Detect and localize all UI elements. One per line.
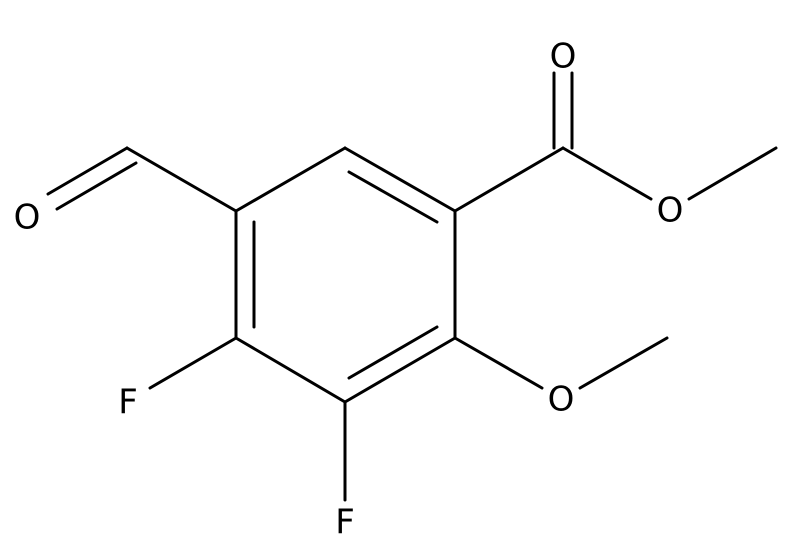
ester-carbon-bond [453, 146, 565, 213]
ring-bond-c3-c4 [343, 336, 457, 404]
aldehyde-double-bond-a [46, 146, 129, 196]
fluorine-label-2: F [335, 503, 355, 543]
ester-methyl-bond [687, 146, 778, 201]
ring-bond-c6-c1 [234, 146, 347, 213]
methoxy-oxygen-bond [453, 336, 544, 390]
ester-oxygen-label: O [657, 191, 684, 231]
ring-bond-c1-c2 [343, 146, 457, 213]
fluorine-label-1: F [118, 383, 138, 423]
methoxy-oxygen-label: O [548, 380, 575, 420]
carbonyl-oxygen-label: O [550, 37, 577, 77]
aldehyde-carbon-bond [125, 146, 238, 213]
aldehyde-oxygen-label: O [14, 198, 41, 238]
ring-bond-c1-c2-inner [347, 170, 439, 224]
fluorine-bond-1 [148, 336, 238, 390]
methoxy-methyl-bond [578, 336, 669, 390]
ring-bond-c4-c5 [234, 336, 347, 404]
aldehyde-double-bond-b [55, 161, 138, 211]
ring-bond-c3-c4-inner [347, 325, 439, 380]
ester-oxygen-bond [561, 146, 653, 201]
